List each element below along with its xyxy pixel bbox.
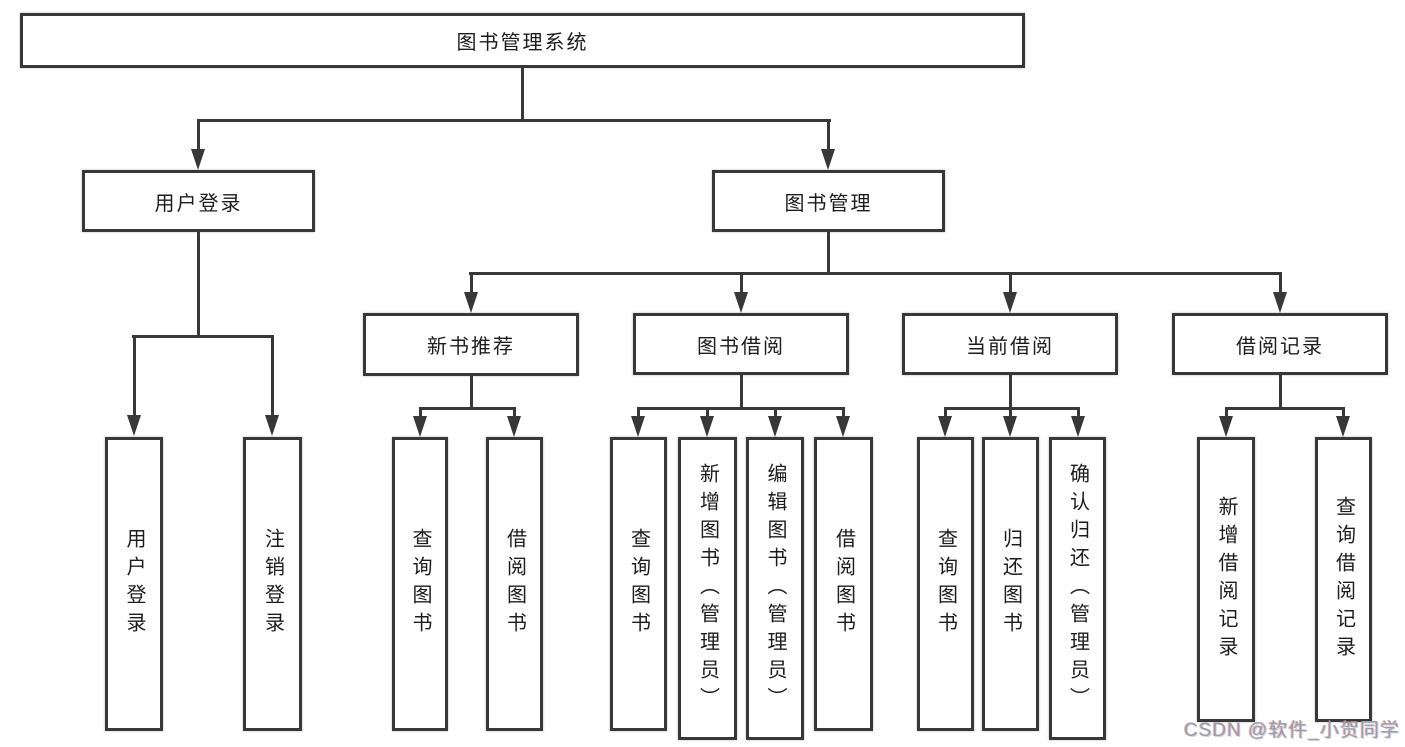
connector-current-stem [1009, 375, 1012, 410]
arrow-down-icon [1273, 292, 1287, 313]
leaf-records-add-record: 新增借阅记录 [1197, 437, 1255, 722]
leaf-label: 用户登录 [123, 528, 145, 640]
connector-level2-bar [469, 272, 1281, 275]
arrow-down-icon [821, 149, 835, 170]
arrow-down-icon [1219, 416, 1233, 437]
connector-arrow-shaft [774, 407, 777, 419]
node-label: 借阅记录 [1236, 335, 1324, 358]
leaf-label: 编辑图书（管理员） [764, 462, 786, 715]
connector-arrow-shaft [271, 335, 274, 417]
arrow-down-icon [1071, 416, 1085, 437]
arrow-down-icon [413, 416, 427, 437]
connector-borrowing-stem [740, 375, 743, 410]
leaf-label: 新增图书（管理员） [696, 462, 719, 715]
connector-arrow-shaft [827, 119, 830, 152]
node-user-login: 用户登录 [82, 170, 315, 232]
connector-arrow-shaft [706, 407, 709, 419]
connector-current-bar [944, 407, 1080, 410]
connector-arrow-shaft [740, 272, 743, 294]
connector-arrow-shaft [1009, 272, 1012, 294]
arrow-down-icon [127, 415, 141, 436]
node-label: 图书管理系统 [456, 32, 589, 54]
leaf-label: 新增借阅记录 [1215, 495, 1237, 664]
arrow-down-icon [265, 415, 279, 436]
leaf-user-login: 用户登录 [105, 437, 163, 731]
node-book-borrowing: 图书借阅 [633, 313, 849, 375]
connector-arrow-shaft [1077, 407, 1080, 419]
connector-arrow-shaft [470, 272, 473, 294]
arrow-down-icon [631, 416, 645, 437]
csdn-watermark: CSDN @软件_小贺同学 [1184, 720, 1400, 741]
connector-arrow-shaft [1342, 407, 1345, 419]
connector-arrow-shaft [1225, 407, 1228, 419]
leaf-newbook-query-books: 查询图书 [392, 437, 448, 731]
connector-arrow-shaft [944, 407, 947, 419]
arrow-down-icon [191, 149, 205, 170]
node-library-management-system: 图书管理系统 [20, 13, 1025, 68]
arrow-down-icon [1003, 292, 1017, 313]
leaf-logout: 注销登录 [243, 437, 302, 731]
arrow-down-icon [700, 416, 714, 437]
leaf-label: 确认归还（管理员） [1066, 462, 1089, 715]
connector-newbook-bar [419, 407, 516, 410]
arrow-down-icon [1003, 416, 1017, 437]
arrow-down-icon [836, 416, 850, 437]
connector-newbook-stem [470, 376, 473, 410]
arrow-down-icon [734, 292, 748, 313]
connector-arrow-shaft [842, 407, 845, 419]
node-current-borrowing: 当前借阅 [902, 313, 1118, 375]
leaf-current-return-books: 归还图书 [982, 437, 1039, 731]
leaf-label: 借阅图书 [503, 528, 526, 640]
node-book-management: 图书管理 [712, 170, 945, 232]
connector-user-stem [197, 232, 200, 338]
leaf-borrowing-query-books: 查询图书 [610, 437, 667, 731]
leaf-label: 查询图书 [409, 528, 431, 640]
node-label: 当前借阅 [966, 335, 1054, 358]
connector-mgmt-stem [827, 232, 830, 275]
arrow-down-icon [507, 416, 521, 437]
connector-records-bar [1225, 407, 1345, 410]
connector-arrow-shaft [1009, 407, 1012, 419]
connector-records-stem [1279, 375, 1282, 410]
leaf-label: 归还图书 [999, 528, 1022, 640]
arrow-down-icon [1336, 416, 1350, 437]
connector-arrow-shaft [419, 407, 422, 419]
arrow-down-icon [768, 416, 782, 437]
node-label: 图书管理 [784, 192, 873, 215]
connector-arrow-shaft [513, 407, 516, 419]
arrow-down-icon [464, 292, 478, 313]
leaf-borrowing-borrow-books: 借阅图书 [814, 437, 873, 731]
leaf-label: 查询图书 [627, 528, 650, 640]
leaf-label: 注销登录 [261, 528, 284, 640]
connector-arrow-shaft [197, 119, 200, 152]
node-label: 图书借阅 [697, 335, 785, 358]
node-borrowing-records: 借阅记录 [1172, 313, 1388, 375]
node-new-book-recommend: 新书推荐 [363, 313, 579, 376]
leaf-current-confirm-return-admin: 确认归还（管理员） [1049, 437, 1106, 740]
connector-arrow-shaft [133, 335, 136, 417]
leaf-borrowing-add-books-admin: 新增图书（管理员） [678, 437, 737, 740]
connector-borrowing-bar [637, 407, 844, 410]
connector-arrow-shaft [637, 407, 640, 419]
leaf-label: 借阅图书 [832, 528, 855, 640]
connector-arrow-shaft [1279, 272, 1282, 294]
connector-user-bar [132, 335, 274, 338]
arrow-down-icon [938, 416, 952, 437]
connector-root-stem [521, 68, 524, 122]
leaf-borrowing-edit-books-admin: 编辑图书（管理员） [746, 437, 804, 740]
leaf-label: 查询图书 [934, 528, 957, 640]
node-label: 新书推荐 [427, 336, 515, 358]
leaf-newbook-borrow-books: 借阅图书 [486, 437, 543, 731]
node-label: 用户登录 [154, 192, 243, 215]
leaf-label: 查询借阅记录 [1332, 495, 1355, 664]
leaf-current-query-books: 查询图书 [917, 437, 974, 731]
connector-level1-bar [197, 119, 831, 122]
leaf-records-query-record: 查询借阅记录 [1315, 437, 1372, 722]
